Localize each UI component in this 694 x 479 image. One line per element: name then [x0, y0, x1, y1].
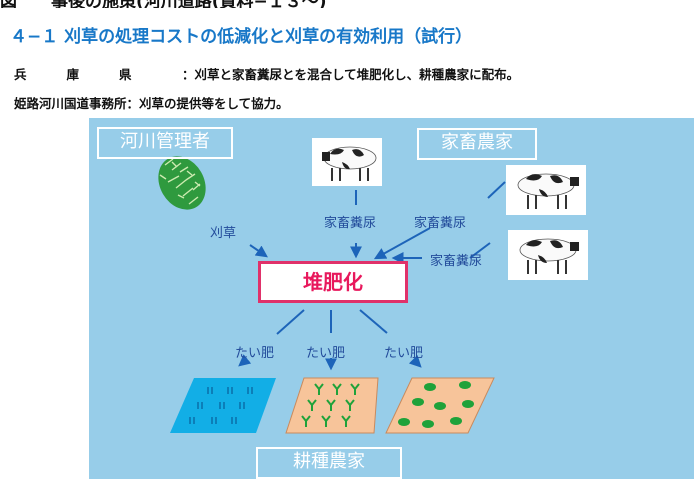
cow-icon: [312, 138, 382, 186]
cropped-header: 図 事後の施策(河川道路(資料−１３〜): [0, 0, 694, 8]
field-sprouts-icon: [285, 377, 379, 434]
page-title: ４−１ 刈草の処理コストの低減化と刈草の有効利用（試行）: [10, 27, 473, 47]
description-text: 刈草の提供等をして協力。: [139, 96, 289, 111]
compost-arrow-label: たい肥: [384, 346, 424, 361]
description-text: 刈草と家畜糞尿とを混合して堆肥化し、耕種農家に配布。: [194, 67, 520, 82]
manure-arrow-label: 家畜糞尿: [324, 216, 377, 231]
crop-farmer-box: 耕種農家: [256, 447, 402, 479]
description-separator: ：: [182, 67, 195, 82]
livestock-farmer-box: 家畜農家: [417, 128, 537, 160]
manure-arrow-label: 家畜糞尿: [430, 254, 483, 269]
cut-grass-icon: [158, 156, 206, 210]
composting-box: 堆肥化: [258, 261, 408, 303]
river-manager-box: 河川管理者: [97, 127, 233, 159]
cropped-header-text: 図 事後の施策(河川道路(資料−１３〜): [0, 0, 327, 8]
field-cyan-icon: [170, 378, 276, 433]
description-separator: ：: [126, 96, 140, 111]
description-line-himeji: 姫路河川国道事務所：刈草の提供等をして協力。: [14, 93, 289, 112]
manure-arrow-label: 家畜糞尿: [414, 216, 467, 231]
grass-arrow-label: 刈草: [210, 226, 237, 241]
description-label: 姫路河川国道事務所: [14, 96, 127, 111]
description-line-hyogo: 兵庫県 ：刈草と家畜糞尿とを混合して堆肥化し、耕種農家に配布。: [14, 64, 519, 83]
cow-icon: [506, 165, 586, 215]
field-cabbages-icon: [385, 377, 495, 434]
compost-arrow-label: たい肥: [235, 346, 275, 361]
compost-arrow-label: たい肥: [306, 346, 346, 361]
description-label: 兵庫県: [14, 67, 172, 82]
compost-arrows: [238, 309, 422, 371]
cow-icon: [508, 230, 588, 280]
input-arrows: [249, 181, 506, 264]
